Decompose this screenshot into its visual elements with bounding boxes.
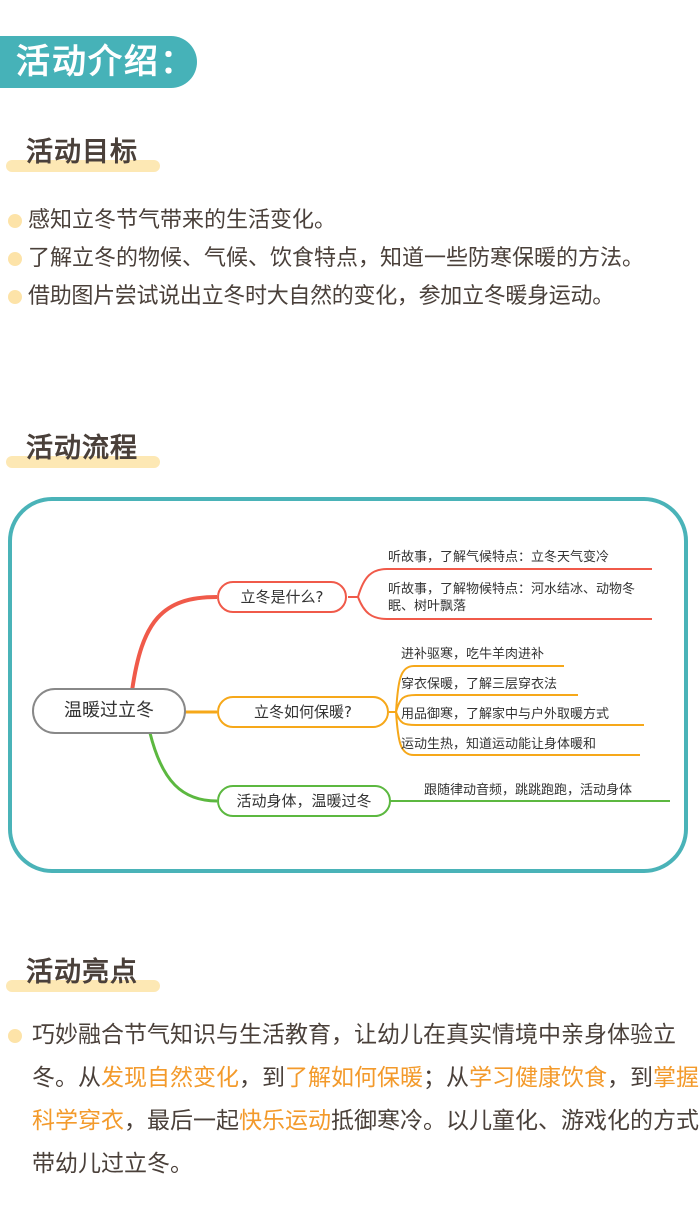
mindmap-leaf: 穿衣保暖，了解三层穿衣法 <box>401 676 557 693</box>
title-highlight-bar <box>6 980 160 992</box>
mindmap-branch-exercise: 活动身体，温暖过冬 <box>217 785 391 817</box>
segment: ，到 <box>239 1065 285 1091</box>
highlight-item: 巧妙融合节气知识与生活教育，让幼儿在真实情境中亲身体验立冬。从发现自然变化，到了… <box>6 1014 700 1186</box>
segment: 巧妙融合节气知识与生活教育，让幼儿在真实情境中亲身体验立冬。从 <box>32 1022 676 1091</box>
branch-label: 立冬如何保暖? <box>254 703 352 721</box>
goal-item: 感知立冬节气带来的生活变化。 <box>6 202 700 240</box>
segment-accent: 学习健康饮食 <box>469 1065 607 1091</box>
mindmap-root-node: 温暖过立冬 <box>32 688 186 734</box>
segment-accent: 发现自然变化 <box>101 1065 239 1091</box>
highlights-paragraph: 巧妙融合节气知识与生活教育，让幼儿在真实情境中亲身体验立冬。从发现自然变化，到了… <box>6 1014 700 1186</box>
segment: 抵御寒冷。以儿童化、游戏化的方式带幼儿过立冬。 <box>32 1108 699 1177</box>
mindmap-leaf: 听故事，了解物候特点：河水结冰、动物冬眠、树叶飘落 <box>388 581 650 615</box>
title-highlight-bar <box>6 456 160 468</box>
title-highlight-bar <box>6 160 160 172</box>
segment: ，最后一起 <box>124 1108 239 1134</box>
goal-item: 了解立冬的物候、气候、饮食特点，知道一些防寒保暖的方法。 <box>6 240 700 278</box>
bullet-dot-icon <box>8 214 22 228</box>
mindmap-connectors <box>130 568 670 803</box>
mindmap-leaf: 进补驱寒，吃牛羊肉进补 <box>401 646 544 663</box>
leaf-text: 听故事，了解气候特点：立冬天气变冷 <box>388 550 610 565</box>
mindmap-leaf: 跟随律动音频，跳跳跑跑，活动身体 <box>424 782 632 799</box>
intro-banner: 活动介绍： <box>0 36 197 88</box>
goal-text: 感知立冬节气带来的生活变化。 <box>28 208 337 233</box>
mindmap-frame: 温暖过立冬 立冬是什么? 立冬如何保暖? 活动身体，温暖过冬 听故事，了解气候特… <box>8 497 688 873</box>
leaf-text: 跟随律动音频，跳跳跑跑，活动身体 <box>424 783 633 798</box>
segment-accent: 了解如何保暖 <box>285 1065 423 1091</box>
branch-label: 活动身体，温暖过冬 <box>236 792 372 810</box>
highlights-title: 活动亮点 <box>26 957 138 988</box>
process-title: 活动流程 <box>26 433 138 464</box>
mindmap-leaf: 运动生热，知道运动能让身体暖和 <box>401 736 596 753</box>
mindmap-branch-what: 立冬是什么? <box>217 581 347 613</box>
mindmap-leaf: 用品御寒，了解家中与户外取暖方式 <box>401 706 609 723</box>
intro-banner-title: 活动介绍： <box>16 42 196 82</box>
goal-text: 借助图片尝试说出立冬时大自然的变化，参加立冬暖身运动。 <box>28 284 614 309</box>
leaf-text: 进补驱寒，吃牛羊肉进补 <box>401 647 545 662</box>
goal-text: 了解立冬的物候、气候、饮食特点，知道一些防寒保暖的方法。 <box>28 246 645 271</box>
segment-accent: 掌握科学穿衣 <box>32 1065 699 1134</box>
segment: ；从 <box>423 1065 469 1091</box>
bullet-dot-icon <box>8 252 22 266</box>
root-label: 温暖过立冬 <box>64 700 154 721</box>
bullet-dot-icon <box>8 290 22 304</box>
bullet-dot-icon <box>8 1029 22 1043</box>
goals-title: 活动目标 <box>26 137 138 168</box>
segment: ，到 <box>607 1065 653 1091</box>
leaf-text: 运动生热，知道运动能让身体暖和 <box>401 737 597 752</box>
goals-list: 感知立冬节气带来的生活变化。 了解立冬的物候、气候、饮食特点，知道一些防寒保暖的… <box>6 202 700 316</box>
mindmap-branch-keep-warm: 立冬如何保暖? <box>217 696 389 728</box>
leaf-text: 穿衣保暖，了解三层穿衣法 <box>401 677 558 692</box>
goal-item: 借助图片尝试说出立冬时大自然的变化，参加立冬暖身运动。 <box>6 278 700 316</box>
segment-accent: 快乐运动 <box>239 1108 331 1134</box>
mindmap-leaf: 听故事，了解气候特点：立冬天气变冷 <box>388 549 609 566</box>
branch-label: 立冬是什么? <box>240 588 324 606</box>
leaf-text: 用品御寒，了解家中与户外取暖方式 <box>401 707 610 722</box>
leaf-text: 听故事，了解物候特点：河水结冰、动物冬眠、树叶飘落 <box>388 582 636 614</box>
